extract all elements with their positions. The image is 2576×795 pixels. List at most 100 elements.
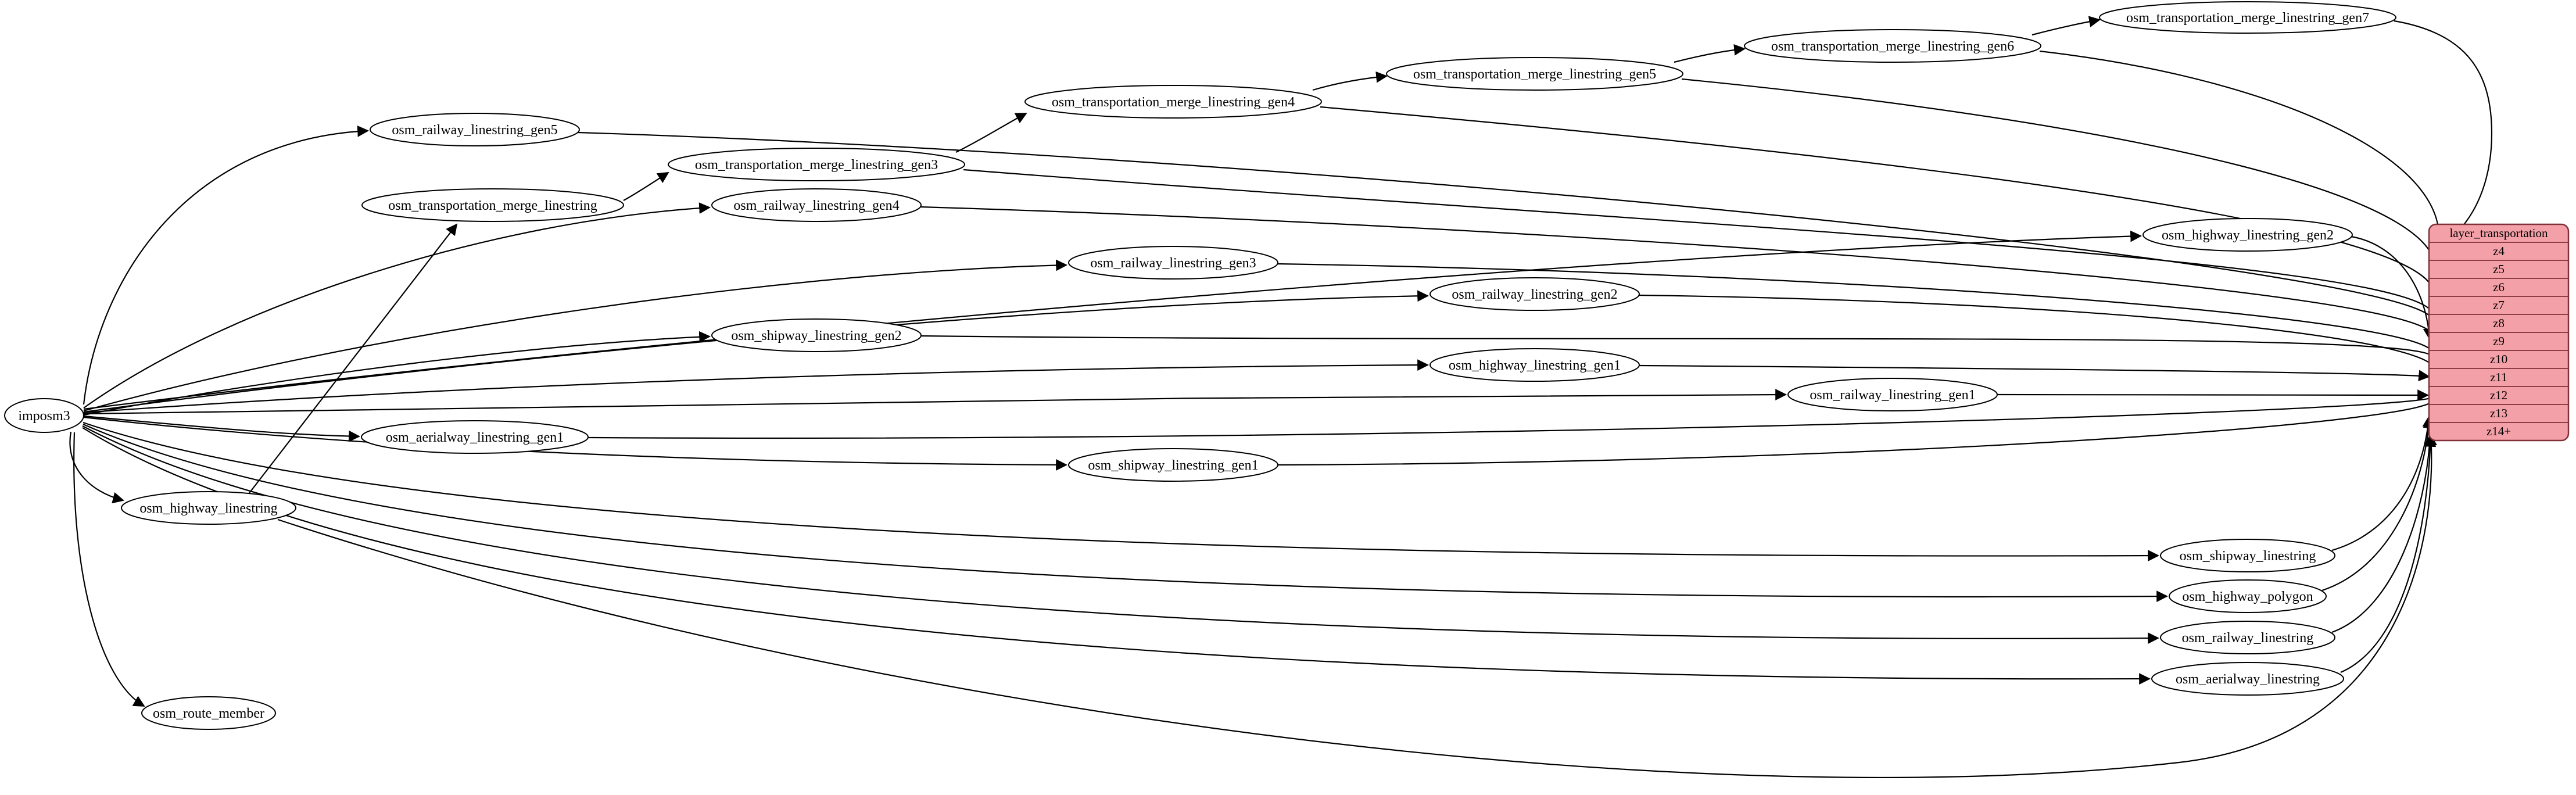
edge-imposm3-osm_railway_linestring: [82, 425, 2159, 644]
node-osm_aerialway_linestring: osm_aerialway_linestring: [2151, 662, 2344, 696]
edge-osm_highway_linestring-osm_transportation_merge_linestring: [248, 223, 458, 495]
edge-gen3-gen4: [955, 113, 1027, 153]
edge-imposm3-osm_shipway_linestring_gen2: [83, 331, 711, 416]
node-osm_railway_linestring_gen5: osm_railway_linestring_gen5: [370, 113, 580, 146]
node-label: osm_transportation_merge_linestring_gen3: [695, 157, 938, 173]
node-osm_transportation_merge_linestring_gen7: osm_transportation_merge_linestring_gen7: [2099, 1, 2396, 34]
record-row-z9: z9: [2493, 334, 2505, 348]
edge-gen6-gen7: [2032, 16, 2101, 36]
node-osm_railway_linestring_gen1: osm_railway_linestring_gen1: [1787, 378, 1998, 411]
edge-gen4-z7: [1320, 106, 2442, 304]
ellipse: [1068, 448, 1278, 482]
node-label: osm_transportation_merge_linestring_gen7: [2126, 10, 2369, 26]
ellipse: [711, 318, 922, 352]
edge-highway_gen2-z9: [2351, 235, 2435, 340]
ellipse: [2160, 621, 2335, 654]
node-label: osm_transportation_merge_linestring_gen5: [1413, 67, 1656, 82]
edge-railway_gen5-z8: [578, 131, 2442, 324]
node-label: osm_aerialway_linestring_gen1: [386, 430, 564, 445]
edge-gen5-gen6: [1674, 44, 1746, 63]
edge-imposm3-osm_railway_linestring_gen3: [83, 259, 1067, 412]
ellipse: [2099, 1, 2396, 34]
node-label: osm_highway_linestring_gen2: [2162, 228, 2334, 243]
edge-imposm3-osm_railway_linestring_gen1: [83, 389, 1787, 415]
edge-imposm3-osm_railway_linestring_gen5: [83, 126, 369, 405]
ellipse: [1429, 277, 1640, 311]
node-osm_transportation_merge_linestring_gen5: osm_transportation_merge_linestring_gen5: [1386, 57, 1683, 91]
ellipse: [1386, 57, 1683, 91]
record-row-z6: z6: [2493, 280, 2505, 294]
node-label: osm_railway_linestring_gen3: [1090, 256, 1256, 271]
ellipse: [668, 148, 965, 181]
node-osm_shipway_linestring_gen2: osm_shipway_linestring_gen2: [711, 318, 922, 352]
node-imposm3: imposm3: [4, 398, 84, 433]
node-label: osm_shipway_linestring: [2180, 549, 2316, 564]
node-label: osm_aerialway_linestring: [2176, 672, 2320, 687]
node-label: osm_highway_linestring: [139, 501, 277, 516]
node-osm_aerialway_linestring_gen1: osm_aerialway_linestring_gen1: [361, 420, 589, 454]
record-row-z8: z8: [2493, 316, 2505, 330]
edge-shipway_gen1-z12: [1276, 397, 2444, 466]
node-label: osm_railway_linestring_gen4: [733, 198, 899, 213]
edge-gen7-z4: [2394, 20, 2493, 252]
node-osm_shipway_linestring_gen1: osm_shipway_linestring_gen1: [1068, 448, 1278, 482]
ellipse: [711, 188, 922, 222]
node-label: osm_transportation_merge_linestring_gen6: [1771, 39, 2014, 54]
node-label: imposm3: [18, 409, 70, 424]
node-label: osm_railway_linestring_gen2: [1452, 287, 1617, 302]
node-osm_route_member: osm_route_member: [141, 696, 276, 730]
record-row-z13: z13: [2490, 406, 2507, 420]
node-osm_transportation_merge_linestring_gen4: osm_transportation_merge_linestring_gen4: [1024, 85, 1322, 119]
edge-imposm3-osm_railway_linestring_gen2: [83, 290, 1429, 413]
edge-imposm3-osm_highway_polygon: [83, 423, 2168, 603]
ellipse: [2151, 662, 2344, 696]
ellipse: [141, 696, 276, 730]
ellipse: [1024, 85, 1322, 119]
edge-railway_gen2-z11: [1638, 294, 2444, 377]
node-osm_highway_polygon: osm_highway_polygon: [2169, 579, 2327, 613]
ellipse: [1787, 378, 1998, 411]
node-osm_highway_linestring_gen1: osm_highway_linestring_gen1: [1429, 348, 1640, 382]
node-osm_transportation_merge_linestring_gen3: osm_transportation_merge_linestring_gen3: [668, 148, 965, 181]
node-label: osm_railway_linestring_gen5: [392, 123, 557, 138]
node-label: osm_transportation_merge_linestring_gen4: [1052, 95, 1295, 110]
node-label: osm_highway_linestring_gen1: [1449, 358, 1621, 373]
ellipse: [2169, 579, 2327, 613]
edge-imposm3-osm_aerialway_linestring: [82, 427, 2151, 685]
edge-imposm3-osm_shipway_linestring: [83, 421, 2159, 561]
node-label: osm_highway_polygon: [2182, 589, 2313, 604]
node-osm_shipway_linestring: osm_shipway_linestring: [2160, 539, 2335, 572]
record-row-z10: z10: [2490, 352, 2507, 366]
edge-railway_gen3-z10: [1276, 263, 2443, 358]
edge-imposm3-osm_route_member: [73, 432, 145, 707]
edge-gen3-z8: [963, 169, 2442, 322]
ellipse: [4, 398, 84, 433]
ellipse: [370, 113, 580, 146]
record-title: layer_transportation: [2449, 226, 2548, 240]
record-row-z5: z5: [2493, 262, 2505, 276]
ellipse: [1429, 348, 1640, 382]
edge-merge-gen3: [623, 171, 669, 201]
ellipse: [361, 188, 624, 222]
edge-gen5-z6: [1681, 78, 2442, 286]
edge-gen4-gen5: [1312, 71, 1388, 91]
edge-imposm3-osm_highway_linestring: [69, 431, 124, 504]
edge-imposm3-osm_highway_linestring_gen1: [83, 359, 1429, 414]
node-osm_transportation_merge_linestring_gen6: osm_transportation_merge_linestring_gen6: [1744, 29, 2041, 63]
edge-aerialway_gen1-z12: [586, 395, 2444, 439]
edge-imposm3-osm_shipway_linestring_gen1: [83, 416, 1067, 471]
node-osm_railway_linestring: osm_railway_linestring: [2160, 621, 2335, 654]
ellipse: [2160, 539, 2335, 572]
edge-shipway_linestring-z13: [2331, 416, 2434, 552]
ellipse: [361, 420, 589, 454]
edge-imposm3-osm_railway_linestring_gen4: [83, 202, 711, 409]
ellipse: [1744, 29, 2041, 63]
record-row-z14plus: z14+: [2487, 424, 2511, 438]
edge-highway_gen1-z11: [1638, 364, 2430, 382]
node-osm_railway_linestring_gen4: osm_railway_linestring_gen4: [711, 188, 922, 222]
node-label: osm_shipway_linestring_gen1: [1088, 458, 1258, 473]
record-row-z11: z11: [2490, 370, 2507, 384]
edge-imposm3-osm_aerialway_linestring_gen1: [83, 415, 360, 442]
edge-shipway_gen2-z10: [919, 335, 2443, 360]
